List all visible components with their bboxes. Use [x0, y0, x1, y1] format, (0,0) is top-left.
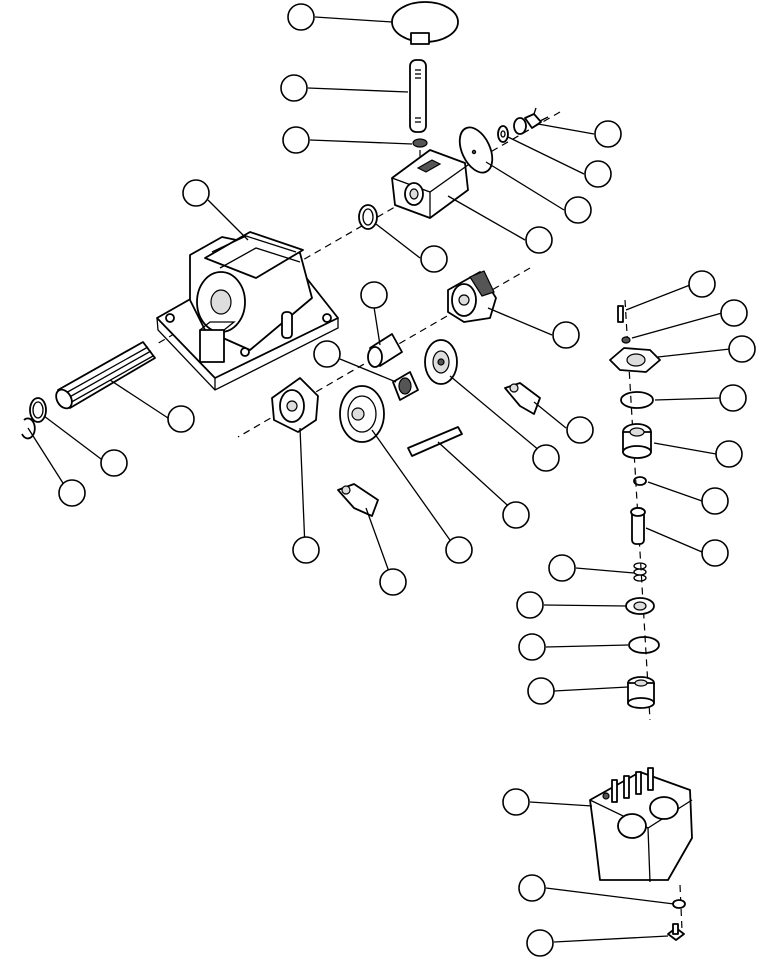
- cotter-pin: [617, 305, 624, 323]
- lever-socket-block: [391, 149, 469, 219]
- callout-bubble: [100, 449, 128, 477]
- oring-small: [633, 476, 647, 486]
- shift-fork-lower: [337, 483, 379, 517]
- cam-lobe-lower: [271, 377, 319, 433]
- callout-bubble: [525, 226, 553, 254]
- guide-pin: [407, 426, 463, 457]
- callout-bubble: [292, 536, 320, 564]
- callout-bubble: [58, 479, 86, 507]
- callout-bubble: [532, 444, 560, 472]
- callout-bubble: [548, 554, 576, 582]
- callout-bubble: [360, 281, 388, 309]
- thin-disc: [458, 126, 494, 174]
- small-washer-b: [513, 117, 527, 135]
- callout-bubble: [527, 677, 555, 705]
- callout-bubble: [728, 335, 756, 363]
- callout-bubble: [182, 179, 210, 207]
- main-housing: [156, 231, 339, 391]
- leader-lines: [27, 16, 731, 943]
- cap-bolt: [667, 923, 685, 941]
- bushing-sleeve: [367, 333, 403, 368]
- callout-bubbles: [58, 3, 756, 957]
- valve-cap: [622, 423, 652, 459]
- lock-washer: [672, 899, 686, 909]
- valve-stem: [630, 507, 646, 545]
- hex-screw: [524, 107, 549, 129]
- callout-bubble: [379, 568, 407, 596]
- tiny-washer: [621, 336, 631, 344]
- splined-shaft: [55, 341, 156, 410]
- callout-bubble: [552, 321, 580, 349]
- shift-knob: [391, 1, 459, 45]
- callout-bubble: [715, 440, 743, 468]
- callout-bubble: [516, 591, 544, 619]
- callout-bubble: [282, 126, 310, 154]
- callout-bubble: [526, 929, 554, 957]
- small-washer-a: [497, 125, 509, 143]
- cam-gear-lower: [339, 385, 385, 443]
- callout-bubble: [688, 270, 716, 298]
- callout-bubble: [564, 196, 592, 224]
- callout-bubble: [313, 340, 341, 368]
- callout-bubble: [701, 539, 729, 567]
- plug-cup: [627, 676, 655, 709]
- shift-fork-upper: [504, 382, 541, 415]
- spring-seat: [625, 597, 655, 615]
- oring-upper: [620, 391, 654, 409]
- callout-bubble: [566, 416, 594, 444]
- coil-spring: [633, 562, 647, 582]
- callout-bubble: [420, 245, 448, 273]
- spring-coupler: [392, 371, 419, 401]
- oring-lower: [628, 636, 660, 654]
- callout-bubble: [167, 405, 195, 433]
- callout-bubble: [518, 633, 546, 661]
- callout-bubble: [502, 788, 530, 816]
- cam-lobe-upper: [447, 270, 497, 323]
- callout-bubble: [584, 160, 612, 188]
- lever-small-ring: [412, 138, 428, 148]
- callout-bubble: [719, 384, 747, 412]
- callout-bubble: [518, 874, 546, 902]
- shift-lever-rod: [409, 59, 427, 133]
- callout-bubble: [287, 3, 315, 31]
- flange-retainer: [609, 347, 661, 373]
- callout-bubble: [502, 501, 530, 529]
- callout-bubble: [445, 536, 473, 564]
- callout-bubble: [720, 299, 748, 327]
- callout-bubble: [280, 74, 308, 102]
- callout-bubble: [594, 120, 622, 148]
- snap-ring-upper: [358, 204, 378, 230]
- valve-body: [589, 767, 693, 883]
- callout-bubble: [701, 487, 729, 515]
- cam-gear-upper: [424, 339, 458, 385]
- shaft-ring-large: [29, 397, 47, 423]
